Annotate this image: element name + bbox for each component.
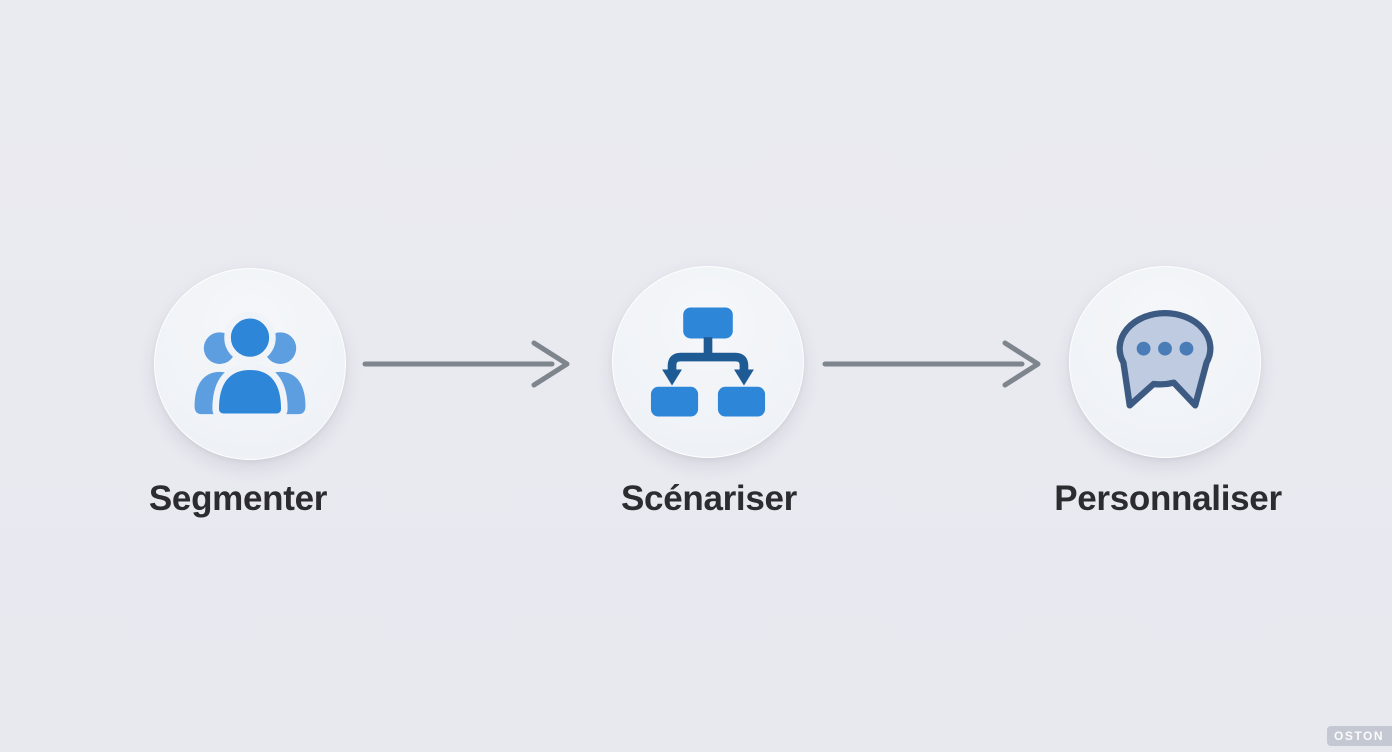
flowchart-icon [650,307,766,417]
watermark-badge: OSTON [1327,726,1392,746]
chat-bubbles-icon [1116,310,1214,409]
step-circle-personnaliser [1069,266,1261,458]
step-circle-scenariser [612,266,804,458]
users-icon [194,311,306,421]
arrow-right-icon [362,340,570,388]
step-circle-segmenter [154,268,346,460]
arrow-right-icon [822,340,1041,388]
step-label-scenariser: Scénariser [620,479,798,518]
step-label-personnaliser: Personnaliser [1054,479,1282,518]
step-label-segmenter: Segmenter [148,479,328,518]
